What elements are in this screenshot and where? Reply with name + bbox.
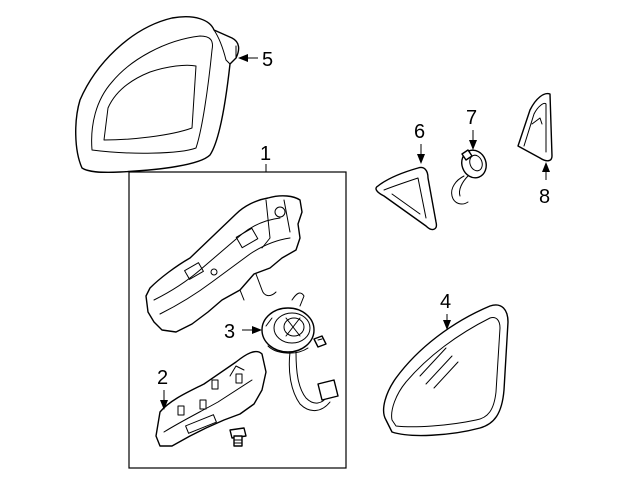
callout-4: 4 <box>440 291 451 330</box>
callout-4-label: 4 <box>440 291 451 313</box>
callout-1-label: 1 <box>260 143 271 165</box>
callout-5: 5 <box>238 49 273 71</box>
part-3-mirror-motor <box>261 292 339 411</box>
callout-6: 6 <box>414 121 425 164</box>
part-5-mirror-cover <box>75 16 240 174</box>
part-1-mirror-base <box>145 195 303 333</box>
callout-7-label: 7 <box>466 107 477 129</box>
part-4-mirror-glass <box>382 304 509 437</box>
callout-1: 1 <box>260 143 271 172</box>
callout-5-label: 5 <box>262 49 273 71</box>
part-1-assembly-box <box>128 171 347 469</box>
part-7-connector <box>451 149 487 205</box>
callout-3: 3 <box>224 321 262 343</box>
callout-8-label: 8 <box>539 186 550 208</box>
callout-3-label: 3 <box>224 321 235 343</box>
part-8-inner-trim <box>517 92 553 162</box>
part-2-base-cover <box>155 350 267 447</box>
mounting-screw <box>229 427 247 447</box>
callout-2: 2 <box>157 367 168 410</box>
callout-8: 8 <box>539 162 550 208</box>
part-6-corner-cover <box>375 166 438 231</box>
callout-2-label: 2 <box>157 367 168 389</box>
callout-7: 7 <box>466 107 477 150</box>
callout-6-label: 6 <box>414 121 425 143</box>
